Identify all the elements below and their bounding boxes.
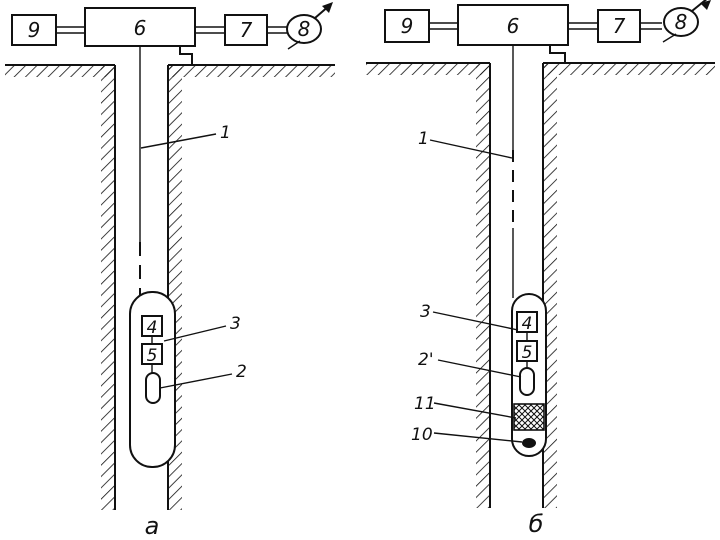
caption-b: б <box>529 510 544 538</box>
box-6-b <box>457 4 569 46</box>
borehole-wall-hatch-left-b <box>476 63 490 508</box>
box-4-label: 4 <box>147 318 158 338</box>
box-7-label-b: 7 <box>613 14 626 38</box>
borehole-wall-hatch-left <box>101 65 115 510</box>
box-4-label-b: 4 <box>522 314 533 334</box>
detector-2 <box>145 372 161 404</box>
box-7-b <box>597 9 641 43</box>
box-6-label-b: 6 <box>507 14 520 38</box>
box-6 <box>84 7 196 47</box>
label-10: 10 <box>411 425 433 445</box>
wellhead-fitting-b <box>549 45 566 62</box>
box-5-label-b: 5 <box>522 343 533 363</box>
ground-hatch-left <box>5 65 115 77</box>
ground-hatch-right <box>168 65 335 77</box>
label-3: 3 <box>230 314 241 334</box>
circle-8-b <box>663 7 699 37</box>
antenna-arrow-b <box>700 0 711 10</box>
box-5-label: 5 <box>147 346 158 366</box>
antenna-arrow-a <box>322 2 333 13</box>
label-2-prime: 2' <box>418 350 434 370</box>
box-9-label-b: 9 <box>401 14 414 38</box>
box-6-label: 6 <box>134 16 147 40</box>
label-1-b: 1 <box>418 129 429 149</box>
circle-8 <box>286 14 322 44</box>
label-1: 1 <box>220 123 231 143</box>
box-9-label: 9 <box>28 18 41 42</box>
diagram-a: 9 6 7 8 1 4 5 3 <box>5 2 335 540</box>
box-9-b <box>384 9 430 43</box>
caption-a: а <box>145 512 160 540</box>
circle-8-label: 8 <box>298 17 311 41</box>
box-9 <box>11 14 57 46</box>
label-2: 2 <box>236 362 247 382</box>
antenna-line-b <box>691 0 708 12</box>
circle-8-label-b: 8 <box>675 10 688 34</box>
source-10 <box>522 438 536 448</box>
wellhead-fitting-a <box>179 46 193 64</box>
ground-hatch-right-b <box>543 63 715 75</box>
label-3-b: 3 <box>420 302 431 322</box>
label-11: 11 <box>414 394 436 414</box>
detector-2-prime <box>519 367 535 396</box>
box-7-label: 7 <box>240 18 253 42</box>
ground-hatch-left-b <box>366 63 490 75</box>
filter-11 <box>513 403 545 431</box>
box-7 <box>224 14 268 46</box>
diagram-b: 9 6 7 8 1 4 5 3 <box>366 0 715 538</box>
